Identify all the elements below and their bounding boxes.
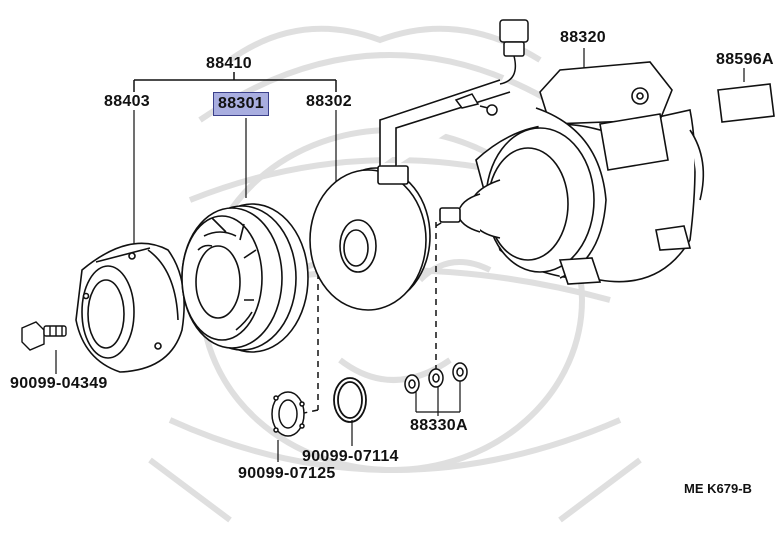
label-90099-07114: 90099-07114 [302, 448, 399, 465]
label-88410: 88410 [206, 55, 252, 72]
pressure-plate-88403 [75, 242, 185, 373]
wire-harness [454, 19, 529, 116]
bolt-90099-04349 [21, 321, 67, 351]
leader-lines [55, 48, 745, 462]
label-88320: 88320 [560, 29, 606, 46]
shims-88330A [404, 362, 468, 394]
compressor-body-88320 [439, 61, 705, 285]
label-88330A: 88330A [410, 417, 468, 434]
field-coil-88302 [309, 79, 511, 311]
label-88301[interactable]: 88301 [213, 92, 269, 116]
label-90099-04349: 90099-04349 [10, 375, 108, 392]
label-88302: 88302 [306, 93, 352, 110]
diagram-code: ME K679-B [684, 481, 752, 496]
label-plate-88596A [717, 83, 775, 123]
rotor-pulley-88301 [181, 203, 309, 353]
label-88403: 88403 [104, 93, 150, 110]
assembly-bracket-88410 [133, 72, 337, 92]
snap-ring-90099-07125 [271, 391, 305, 437]
label-90099-07125: 90099-07125 [238, 465, 336, 482]
snap-ring-90099-07114 [333, 377, 367, 423]
label-88596A: 88596A [716, 51, 774, 68]
